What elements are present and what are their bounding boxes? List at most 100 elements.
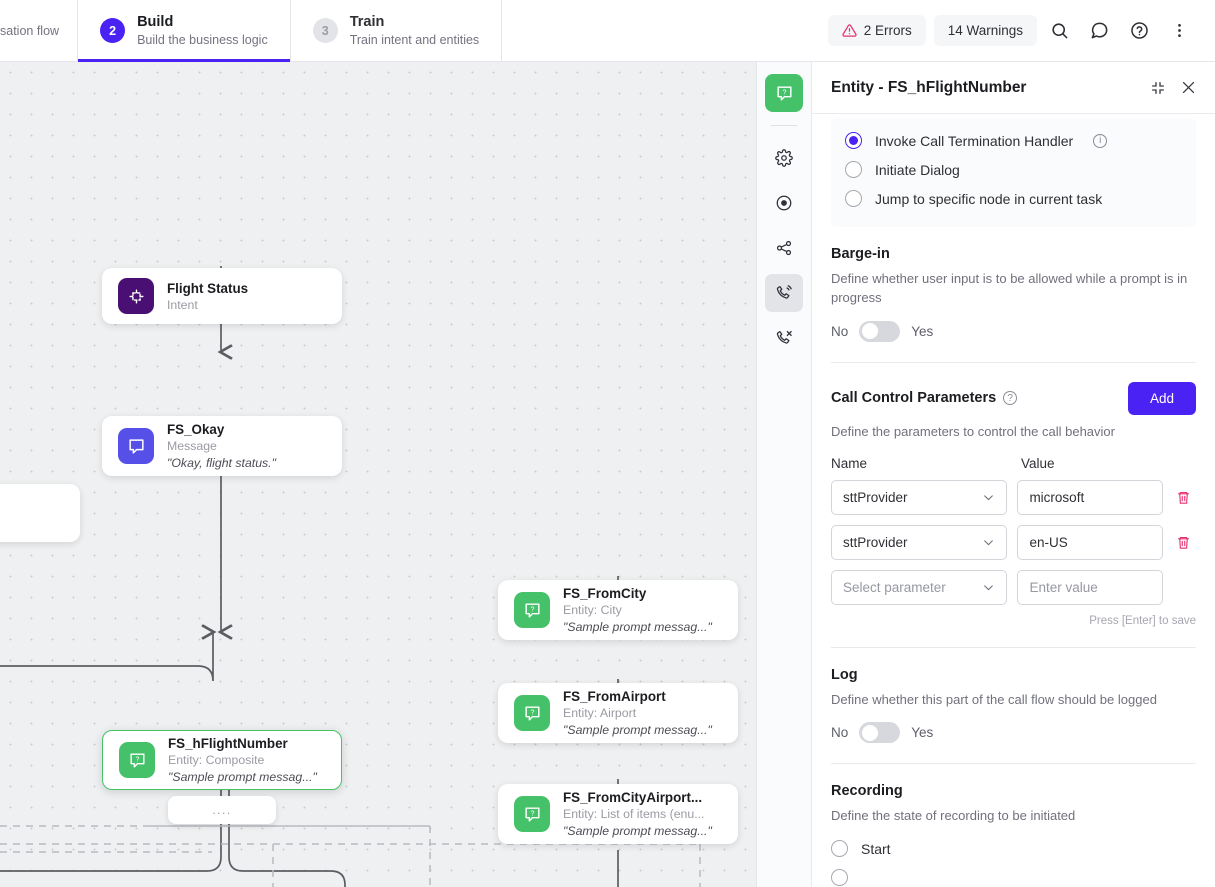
log-title: Log [831, 666, 858, 683]
tab-train-badge: 3 [312, 18, 338, 43]
panel-icon-rail: ? [757, 62, 812, 887]
warnings-badge[interactable]: 14 Warnings [933, 15, 1037, 46]
save-hint: Press [Enter] to save [1089, 614, 1196, 627]
chevron-down-icon [984, 584, 994, 590]
svg-text:?: ? [135, 755, 139, 763]
node-flight-status[interactable]: Flight Status Intent [102, 268, 342, 324]
node-flight-status-body: Flight Status Intent [167, 281, 248, 312]
errors-label: 2 Errors [863, 23, 912, 38]
errors-badge[interactable]: 2 Errors [827, 15, 926, 46]
comment-icon [1091, 22, 1107, 39]
rail-item-call-behavior[interactable] [765, 274, 803, 312]
rail-item-entity-prompt[interactable]: ? [765, 74, 803, 112]
delete-parameter-button[interactable] [1171, 535, 1196, 550]
trash-icon [1177, 491, 1189, 504]
node-title: FS_FromCity [563, 586, 647, 601]
rail-item-disconnect[interactable] [765, 319, 803, 357]
parameter-name-select[interactable]: sttProvider [831, 524, 1008, 560]
svg-text:?: ? [530, 605, 534, 613]
radio-jump-to-node[interactable]: Jump to specific node in current task [831, 184, 1196, 213]
warnings-label: 14 Warnings [947, 23, 1023, 38]
node-prompt: "Sample prompt messag..." [168, 770, 317, 784]
log-on-label: Yes [911, 725, 934, 741]
tab-build[interactable]: 2 Build Build the business logic [78, 0, 291, 62]
search-icon [1051, 23, 1067, 39]
rail-item-settings[interactable] [765, 139, 803, 177]
node-fs-fromcity[interactable]: ? FS_FromCity Entity: City "Sample promp… [498, 580, 738, 640]
barge-in-description: Define whether user input is to be allow… [831, 271, 1188, 305]
more-vertical-icon [1177, 24, 1181, 37]
comments-button[interactable] [1081, 13, 1117, 49]
info-icon[interactable]: i [1093, 133, 1108, 148]
node-title: FS_Okay [167, 422, 225, 437]
node-fs-fromcityairport-1-body: FS_FromCityAirport... Entity: List of it… [563, 790, 712, 838]
tab-conversation-flow-label: sation flow [0, 23, 60, 38]
rail-item-connections[interactable] [765, 229, 803, 267]
radio-invoke-call-termination-handler[interactable]: Invoke Call Termination Handler i [831, 126, 1196, 155]
tab-train-text: Train Train intent and entities [350, 13, 479, 49]
parameter-name-select-new[interactable]: Select parameter [831, 569, 1008, 605]
help-button[interactable] [1121, 13, 1157, 49]
node-subtitle: Entity: Airport [563, 706, 637, 720]
entity-icon: ? [119, 742, 155, 778]
node-title: FS_FromCityAirport... [563, 790, 703, 805]
node-prompt: "Sample prompt messag..." [563, 824, 712, 838]
call-control-header: Call Control Parameters ? Add [831, 381, 1196, 415]
radio-indicator [845, 161, 862, 178]
parameter-value-input[interactable]: microsoft [1017, 479, 1163, 515]
tab-conversation-flow[interactable]: sation flow [0, 0, 79, 61]
node-subtitle: Intent [167, 297, 198, 312]
search-button[interactable] [1041, 13, 1077, 49]
node-subtitle: Entity: City [563, 603, 622, 617]
radio-recording-next[interactable] [831, 863, 1196, 887]
toggle-knob [862, 724, 879, 741]
flow-canvas[interactable]: Flight Status Intent FS_Okay Message "Ok… [0, 62, 756, 887]
node-prompt: "Okay, flight status." [167, 456, 276, 470]
log-toggle-row: No Yes [831, 722, 1196, 744]
parameter-name-value: sttProvider [843, 534, 908, 550]
tab-build-text: Build Build the business logic [137, 13, 268, 49]
node-fs-hflightnumber[interactable]: ? FS_hFlightNumber Entity: Composite "Sa… [102, 730, 342, 790]
add-parameter-button[interactable]: Add [1127, 381, 1196, 415]
node-fs-fromcity-body: FS_FromCity Entity: City "Sample prompt … [563, 586, 712, 634]
chevron-down-icon [984, 539, 994, 545]
log-off-label: No [831, 725, 849, 741]
panel-scroll-area[interactable]: Invoke Call Termination Handler i Initia… [812, 114, 1215, 887]
tab-train-title: Train [349, 13, 385, 30]
parameter-value-input[interactable]: en-US [1017, 524, 1163, 560]
node-offscreen-partial[interactable] [0, 484, 80, 542]
phone-wave-icon [776, 285, 792, 299]
node-fs-okay[interactable]: FS_Okay Message "Okay, flight status." [102, 416, 342, 476]
log-toggle[interactable] [859, 722, 901, 744]
barge-in-section: Barge-in Define whether user input is to… [831, 227, 1196, 342]
intent-icon [118, 278, 154, 314]
tab-train-subtitle: Train intent and entities [349, 32, 480, 47]
svg-text:?: ? [530, 708, 534, 716]
barge-in-toggle[interactable] [859, 320, 901, 342]
more-options-button[interactable] [1161, 13, 1197, 49]
panel-collapse-button[interactable] [1143, 73, 1173, 103]
node-fs-fromcityairport-1[interactable]: ? FS_FromCityAirport... Entity: List of … [498, 784, 738, 844]
node-fs-fromairport[interactable]: ? FS_FromAirport Entity: Airport "Sample… [498, 683, 738, 743]
toggle-knob [862, 323, 879, 340]
radio-initiate-dialog[interactable]: Initiate Dialog [831, 155, 1196, 184]
node-title: FS_hFlightNumber [168, 736, 288, 751]
table-row: sttProvider microsoft [831, 479, 1196, 515]
topbar-actions: 2 Errors 14 Warnings [827, 0, 1215, 61]
radio-recording-start[interactable]: Start [831, 834, 1196, 863]
entity-properties-panel: ? Entity - FS_hFlightNumber [756, 62, 1215, 887]
radio-indicator [845, 190, 862, 207]
node-title: Flight Status [167, 280, 249, 296]
delete-parameter-button[interactable] [1171, 490, 1196, 505]
parameter-name-select[interactable]: sttProvider [831, 479, 1008, 515]
rail-item-record[interactable] [765, 184, 803, 222]
info-icon[interactable]: ? [1003, 391, 1018, 406]
panel-close-button[interactable] [1173, 73, 1203, 103]
top-navigation-bar: sation flow 2 Build Build the business l… [0, 0, 1215, 62]
tab-train[interactable]: 3 Train Train intent and entities [291, 0, 503, 61]
node-collapsed-group[interactable]: .... [168, 796, 276, 824]
parameter-value-input-new[interactable]: Enter value [1017, 569, 1163, 605]
panel-header: Entity - FS_hFlightNumber [812, 62, 1215, 114]
node-subtitle: Entity: List of items (enu... [563, 807, 705, 821]
panel-title: Entity - FS_hFlightNumber [831, 78, 1027, 96]
